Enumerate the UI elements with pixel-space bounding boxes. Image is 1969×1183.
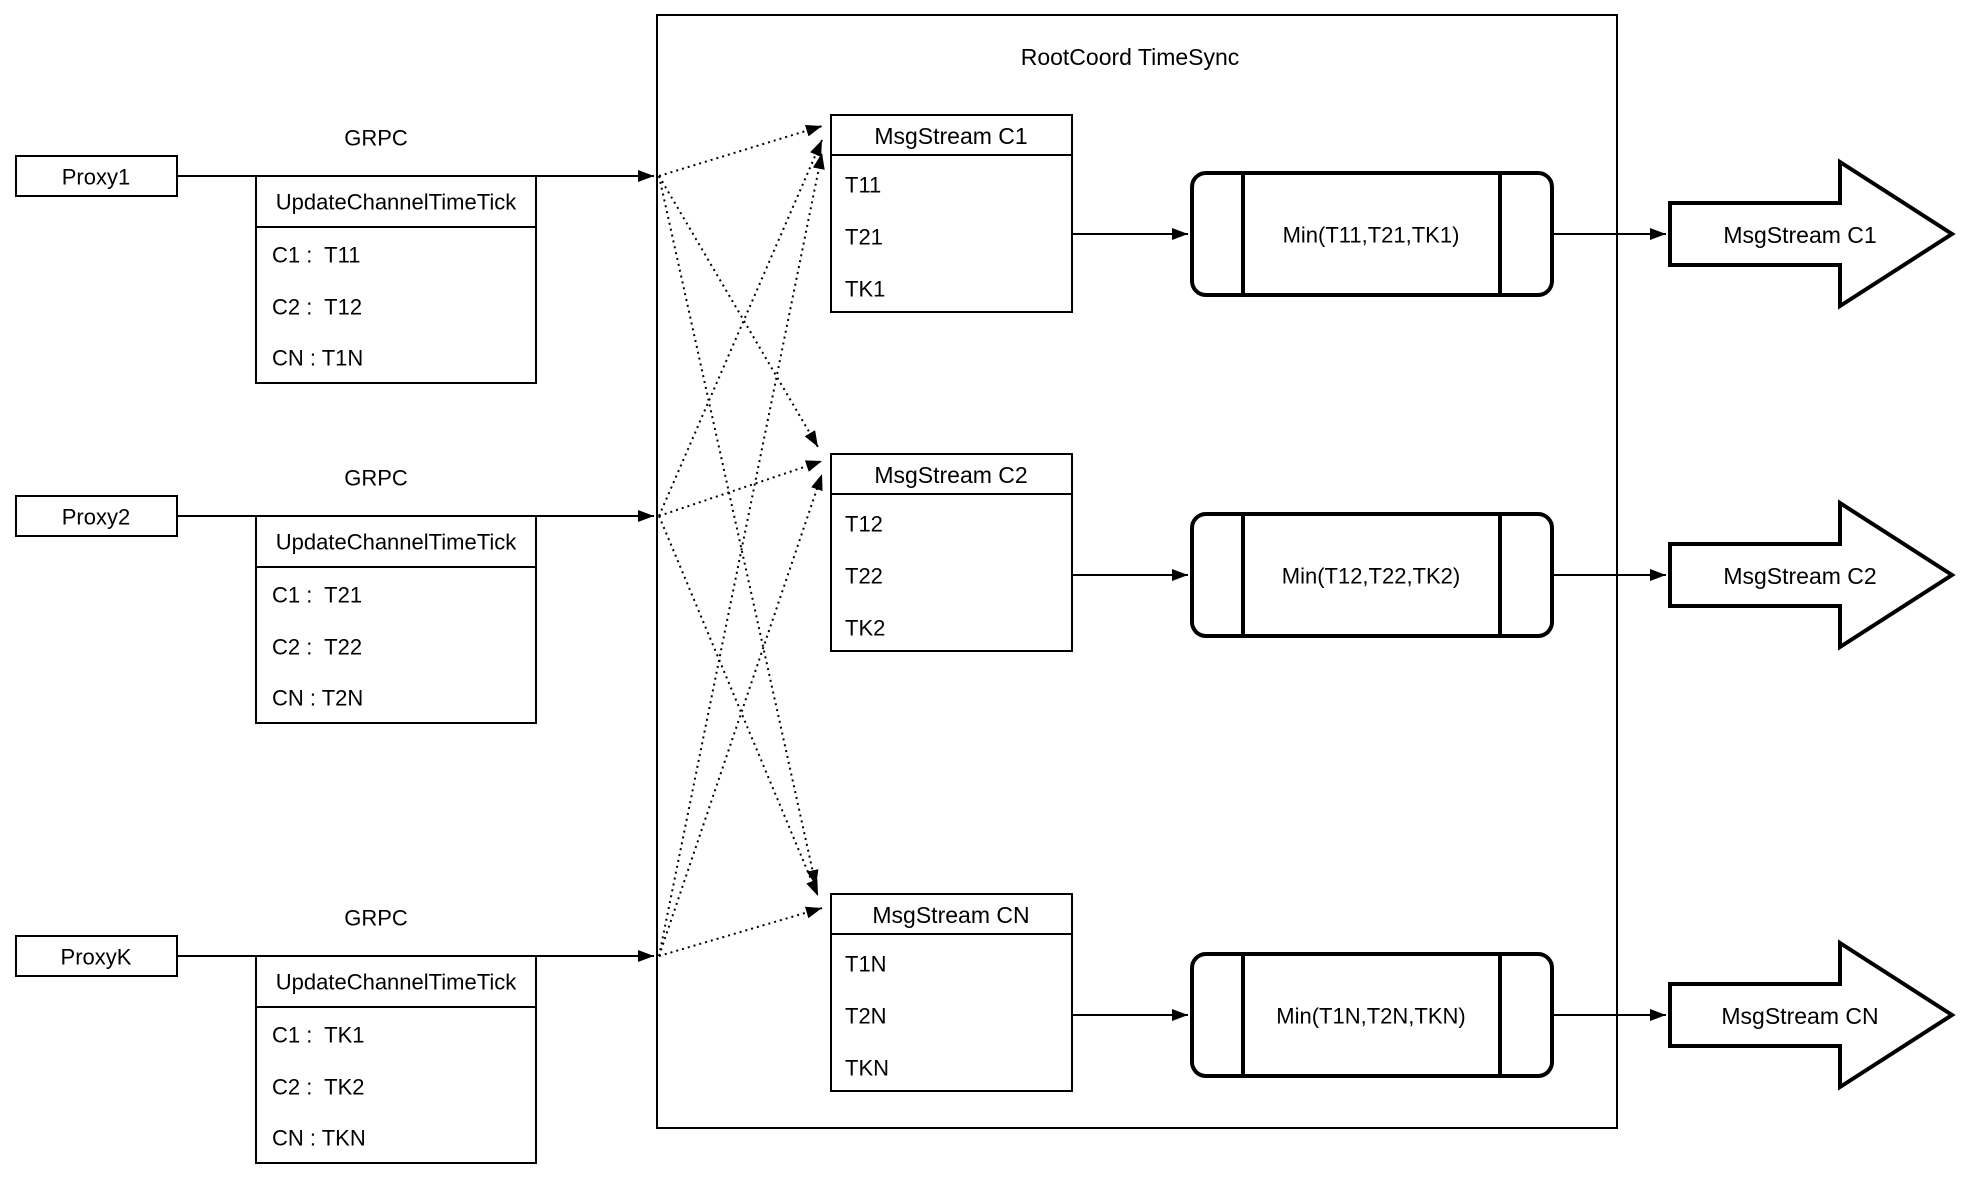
proxy-row-1: Proxy1 GRPC UpdateChannelTimeTick C1 : T… (15, 126, 654, 384)
msgstream-table-box (830, 114, 1073, 313)
msgstream-lane-3: MsgStream CN T1N T2N TKN Min(T1N,T2N,TKN… (830, 893, 1956, 1092)
output-arrow-label: MsgStream C2 (1723, 563, 1876, 589)
rootcoord-title: RootCoord TimeSync (1021, 44, 1240, 70)
update-table-row: C2 : T22 (272, 635, 362, 660)
output-arrow: MsgStream C1 (1668, 158, 1956, 310)
timetick-dotted-links (658, 124, 825, 957)
msgstream-table-box (830, 893, 1073, 1092)
proxy-box (15, 495, 178, 537)
update-table-row: C2 : TK2 (272, 1075, 365, 1100)
output-arrow: MsgStream C2 (1668, 499, 1956, 651)
msgstream-table-row: TK1 (845, 277, 885, 302)
msgstream-table-row: T1N (845, 952, 887, 977)
msgstream-table-header: MsgStream CN (872, 902, 1029, 928)
update-table-header: UpdateChannelTimeTick (276, 970, 517, 995)
update-channel-timetick-table: UpdateChannelTimeTick C1 : T11 C2 : T12 … (255, 175, 537, 384)
output-arrow-shape (1668, 939, 1956, 1091)
dotted-arrow (658, 906, 823, 957)
grpc-label: GRPC (344, 126, 408, 151)
proxy-row-3: ProxyK GRPC UpdateChannelTimeTick C1 : T… (15, 906, 654, 1164)
update-table-box (255, 515, 537, 724)
msgstream-table-row: T11 (845, 173, 881, 198)
dotted-arrow (658, 515, 819, 897)
update-table-row: C1 : TK1 (272, 1023, 365, 1048)
dotted-arrow (658, 473, 823, 957)
update-channel-timetick-table: UpdateChannelTimeTick C1 : T21 C2 : T22 … (255, 515, 537, 724)
update-table-row: C1 : T11 (272, 243, 360, 268)
dotted-arrow (658, 175, 819, 887)
msgstream-table: MsgStream CN T1N T2N TKN (830, 893, 1073, 1092)
min-label: Min(T1N,T2N,TKN) (1276, 1004, 1465, 1029)
min-node: Min(T12,T22,TK2) (1190, 512, 1554, 638)
update-table-box (255, 175, 537, 384)
dotted-arrow (658, 124, 823, 177)
grpc-label: GRPC (344, 906, 408, 931)
msgstream-table: MsgStream C1 T11 T21 TK1 (830, 114, 1073, 313)
msgstream-table-row: TKN (845, 1056, 889, 1081)
proxy-box (15, 155, 178, 197)
min-label: Min(T11,T21,TK1) (1283, 223, 1460, 248)
msgstream-table-header: MsgStream C1 (874, 123, 1027, 149)
grpc-label: GRPC (344, 466, 408, 491)
msgstream-table-row: TK2 (845, 616, 885, 641)
update-table-row: C2 : T12 (272, 295, 362, 320)
proxy-box (15, 935, 178, 977)
min-label: Min(T12,T22,TK2) (1282, 564, 1461, 589)
msgstream-table: MsgStream C2 T12 T22 TK2 (830, 453, 1073, 652)
dotted-arrow (658, 175, 819, 448)
msgstream-lane-2: MsgStream C2 T12 T22 TK2 Min(T12,T22,TK2… (830, 453, 1956, 652)
msgstream-table-row: T12 (845, 512, 883, 537)
output-arrow: MsgStream CN (1668, 939, 1956, 1091)
output-arrow-shape (1668, 158, 1956, 310)
proxy-label: Proxy1 (62, 165, 130, 190)
output-arrow-shape (1668, 499, 1956, 651)
update-table-row: CN : TKN (272, 1126, 366, 1151)
dotted-arrow (658, 152, 825, 957)
update-channel-timetick-table: UpdateChannelTimeTick C1 : TK1 C2 : TK2 … (255, 955, 537, 1164)
update-table-row: CN : T1N (272, 346, 363, 371)
output-arrow-label: MsgStream CN (1721, 1003, 1878, 1029)
update-table-row: CN : T2N (272, 686, 363, 711)
msgstream-table-header: MsgStream C2 (874, 462, 1027, 488)
msgstream-table-row: T2N (845, 1004, 887, 1029)
min-node: Min(T1N,T2N,TKN) (1190, 952, 1554, 1078)
update-table-box (255, 955, 537, 1164)
output-arrow-label: MsgStream C1 (1723, 222, 1876, 248)
msgstream-table-box (830, 453, 1073, 652)
update-table-header: UpdateChannelTimeTick (276, 530, 517, 555)
proxy-row-2: Proxy2 GRPC UpdateChannelTimeTick C1 : T… (15, 466, 654, 724)
msgstream-table-row: T22 (845, 564, 883, 589)
update-table-header: UpdateChannelTimeTick (276, 190, 517, 215)
msgstream-lane-1: MsgStream C1 T11 T21 TK1 Min(T11,T21,TK1… (830, 114, 1956, 313)
msgstream-table-row: T21 (845, 225, 883, 250)
dotted-arrow (658, 139, 823, 517)
proxy-label: Proxy2 (62, 505, 130, 530)
proxy-label: ProxyK (61, 945, 132, 970)
min-node: Min(T11,T21,TK1) (1190, 171, 1554, 297)
update-table-row: C1 : T21 (272, 583, 362, 608)
